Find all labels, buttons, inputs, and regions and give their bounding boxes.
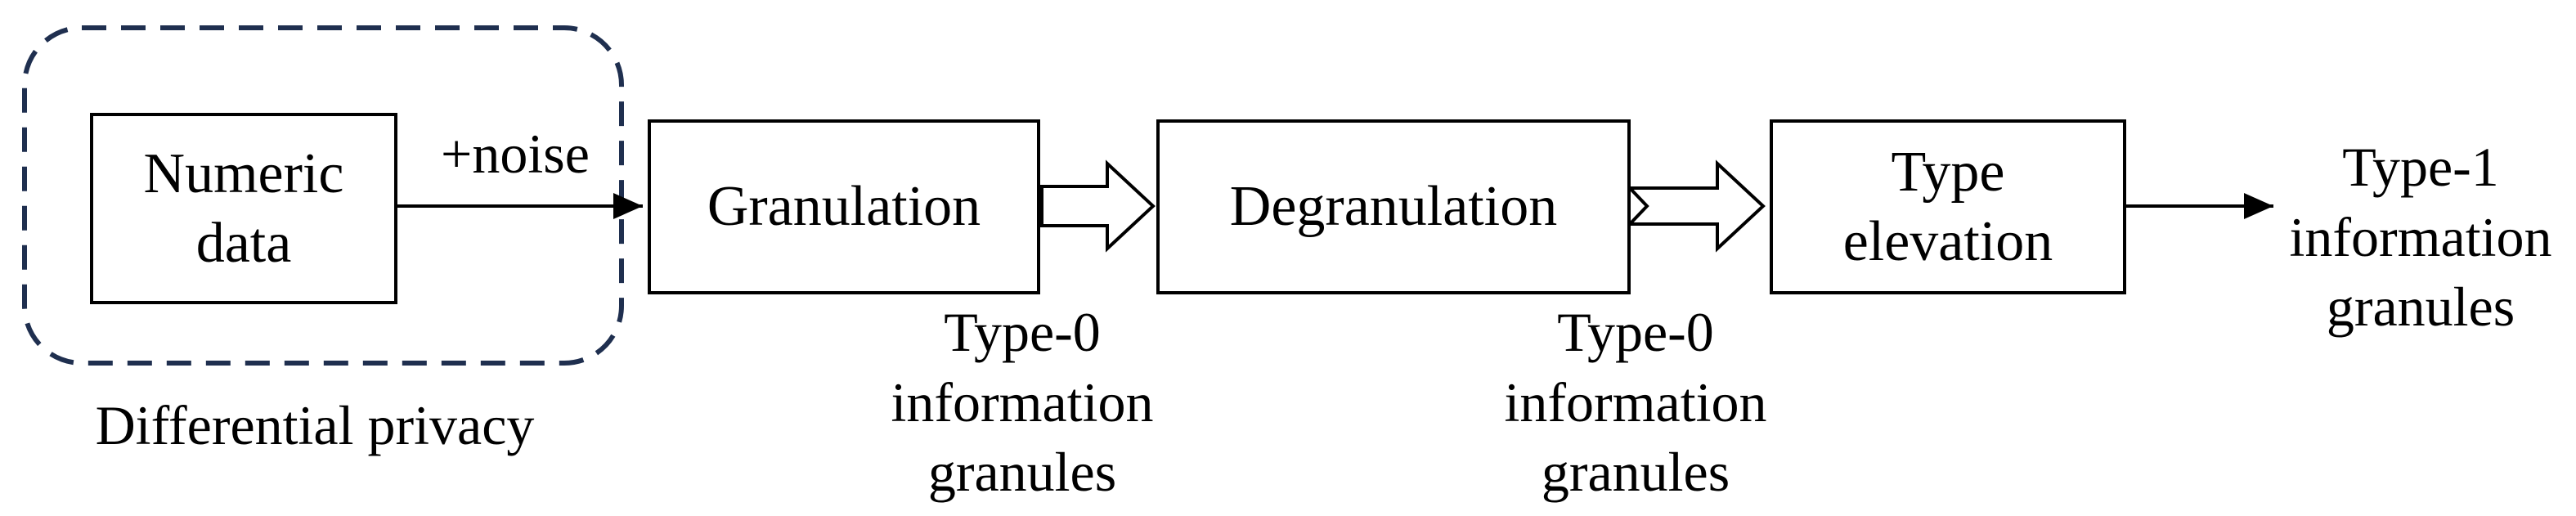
type0-granules-2-line-1: Type-0 [1557,301,1714,363]
type1-granules-line-2: information [2289,205,2552,268]
degranulation-label: Degranulation [1229,175,1558,239]
degranulation-box: Degranulation [1156,119,1631,294]
type0-granules-2-line-3: granules [1541,441,1730,504]
type-elevation-box: Type elevation [1770,119,2126,294]
granulation-label: Granulation [707,175,981,239]
granulation-box: Granulation [648,119,1040,294]
type0-granules-1-line-1: Type-0 [944,301,1101,363]
differential-privacy-label: Differential privacy [95,394,535,456]
type0-granules-1-line-2: information [891,370,1154,433]
degranulation-to-type-elevation-arrow [1626,159,1766,253]
numeric-data-box: Numeric data [90,113,397,304]
type1-granules-line-3: granules [2326,276,2515,339]
type0-granules-label-1: Type-0 information granules [842,298,1202,508]
type-elevation-line-1: Type [1891,140,2005,204]
type0-granules-2-line-2: information [1504,370,1767,433]
noise-label: +noise [441,123,590,185]
type1-granules-line-1: Type-1 [2342,136,2499,198]
numeric-data-line-1: Numeric [143,141,344,205]
numeric-data-line-2: data [195,212,292,275]
type1-granules-label: Type-1 information granules [2282,132,2560,343]
granulation-to-degranulation-arrow [1040,159,1156,253]
type0-granules-label-2: Type-0 information granules [1456,298,1815,508]
type0-granules-1-line-3: granules [927,441,1117,504]
type-elevation-line-2: elevation [1842,210,2053,273]
